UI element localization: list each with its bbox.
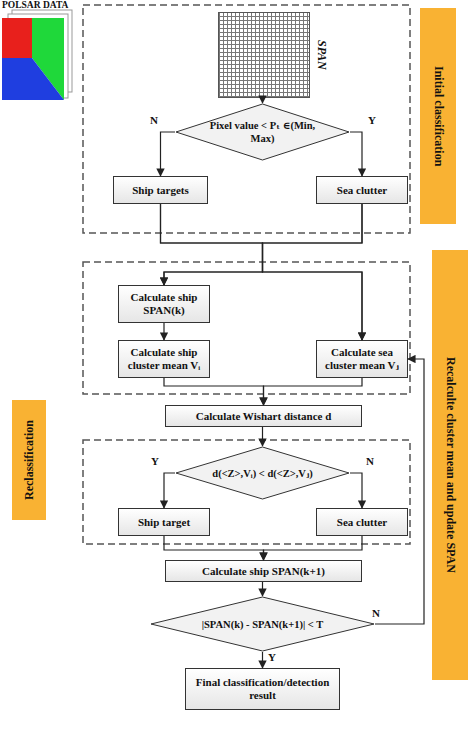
blue-region [2, 58, 64, 100]
node-text: Initial classification [431, 66, 446, 166]
terminal-box: Final classification/detection result [185, 668, 340, 710]
flow-arrow [263, 204, 363, 340]
node-text: Calculate sea cluster mean Vⱼ [320, 346, 404, 372]
group-frame [83, 5, 410, 233]
flow-arrow [161, 132, 176, 176]
node-text: d(<Z>,Vᵢ) < d(<Z>,Vⱼ) [212, 467, 312, 480]
process-box: Calculate ship SPAN(k+1) [165, 560, 362, 582]
branch-label: Y [268, 651, 276, 663]
diamond-shape [176, 447, 349, 499]
branch-label: Y [368, 114, 376, 126]
process-box: Sea clutter [316, 508, 408, 536]
decision-diamond: Pixel value < Pₜ ∈(Min, Max) [175, 103, 350, 161]
process-box: Calculate Wishart distance d [165, 405, 362, 427]
flow-arrow [164, 536, 264, 560]
node-text: Reclassification [22, 420, 37, 500]
node-text: Calculate ship SPAN(k) [122, 291, 206, 317]
process-box: Sea clutter [316, 176, 408, 204]
branch-label: N [366, 455, 374, 467]
flow-arrow [262, 427, 263, 446]
node-text: Calculate ship SPAN(k+1) [202, 565, 325, 578]
node-text: SPAN [314, 40, 329, 70]
flow-arrow [264, 536, 363, 560]
flow-arrow [264, 378, 363, 405]
stage-tag: Reclassification [12, 400, 46, 520]
decision-diamond: |SPAN(k) - SPAN(k+1)| < T [150, 596, 375, 652]
process-box: Ship targets [113, 176, 208, 204]
node-text: Ship targets [132, 184, 189, 197]
node-text: Pixel value < Pₜ ∈(Min, Max) [208, 119, 317, 145]
node-text: Calculate Wishart distance d [196, 410, 332, 423]
group-frame [83, 440, 410, 544]
flow-arrow [350, 473, 362, 508]
node-text: Recalculte cluster mean and update SPAN [443, 357, 458, 573]
flow-arrow [375, 359, 424, 624]
node-text: |SPAN(k) - SPAN(k+1)| < T [202, 618, 324, 631]
node-text: Calculate ship cluster mean Vᵢ [122, 346, 206, 372]
branch-label: N [150, 114, 158, 126]
pixel-grid [218, 12, 310, 98]
data-cube: POLSAR DATA [0, 0, 72, 104]
flow-arrow [164, 473, 175, 508]
node-text: Sea clutter [337, 516, 387, 529]
process-box: Calculate ship cluster mean Vᵢ [118, 340, 210, 378]
diamond-shape [151, 597, 374, 651]
diamond-outline [175, 103, 350, 161]
flow-arrow [163, 323, 164, 340]
stage-tag: Initial classification [420, 8, 456, 224]
group-frame [83, 262, 410, 394]
node-text: Ship target [138, 516, 190, 529]
flow-arrow [262, 652, 263, 668]
flow-arrow [262, 98, 263, 103]
node-text: Sea clutter [337, 184, 387, 197]
red-region [2, 18, 32, 58]
diamond-shape [176, 104, 349, 160]
decision-diamond: d(<Z>,Vᵢ) < d(<Z>,Vⱼ) [175, 446, 350, 500]
process-box: Ship target [118, 508, 210, 536]
node-text: Final classification/detection result [189, 676, 336, 702]
flow-arrow [161, 204, 263, 285]
branch-label: Y [151, 455, 159, 467]
span-image: SPAN [218, 12, 330, 98]
flow-arrow [350, 132, 362, 176]
flow-arrow [164, 204, 362, 285]
branch-label: N [372, 607, 380, 619]
stage-tag: Recalculte cluster mean and update SPAN [432, 250, 468, 680]
node-text: POLSAR DATA [0, 0, 68, 11]
flow-arrow [164, 378, 264, 405]
process-box: Calculate ship SPAN(k) [118, 285, 210, 323]
process-box: Calculate sea cluster mean Vⱼ [316, 340, 408, 378]
flow-arrow [262, 582, 263, 596]
polsar-image [2, 10, 72, 100]
